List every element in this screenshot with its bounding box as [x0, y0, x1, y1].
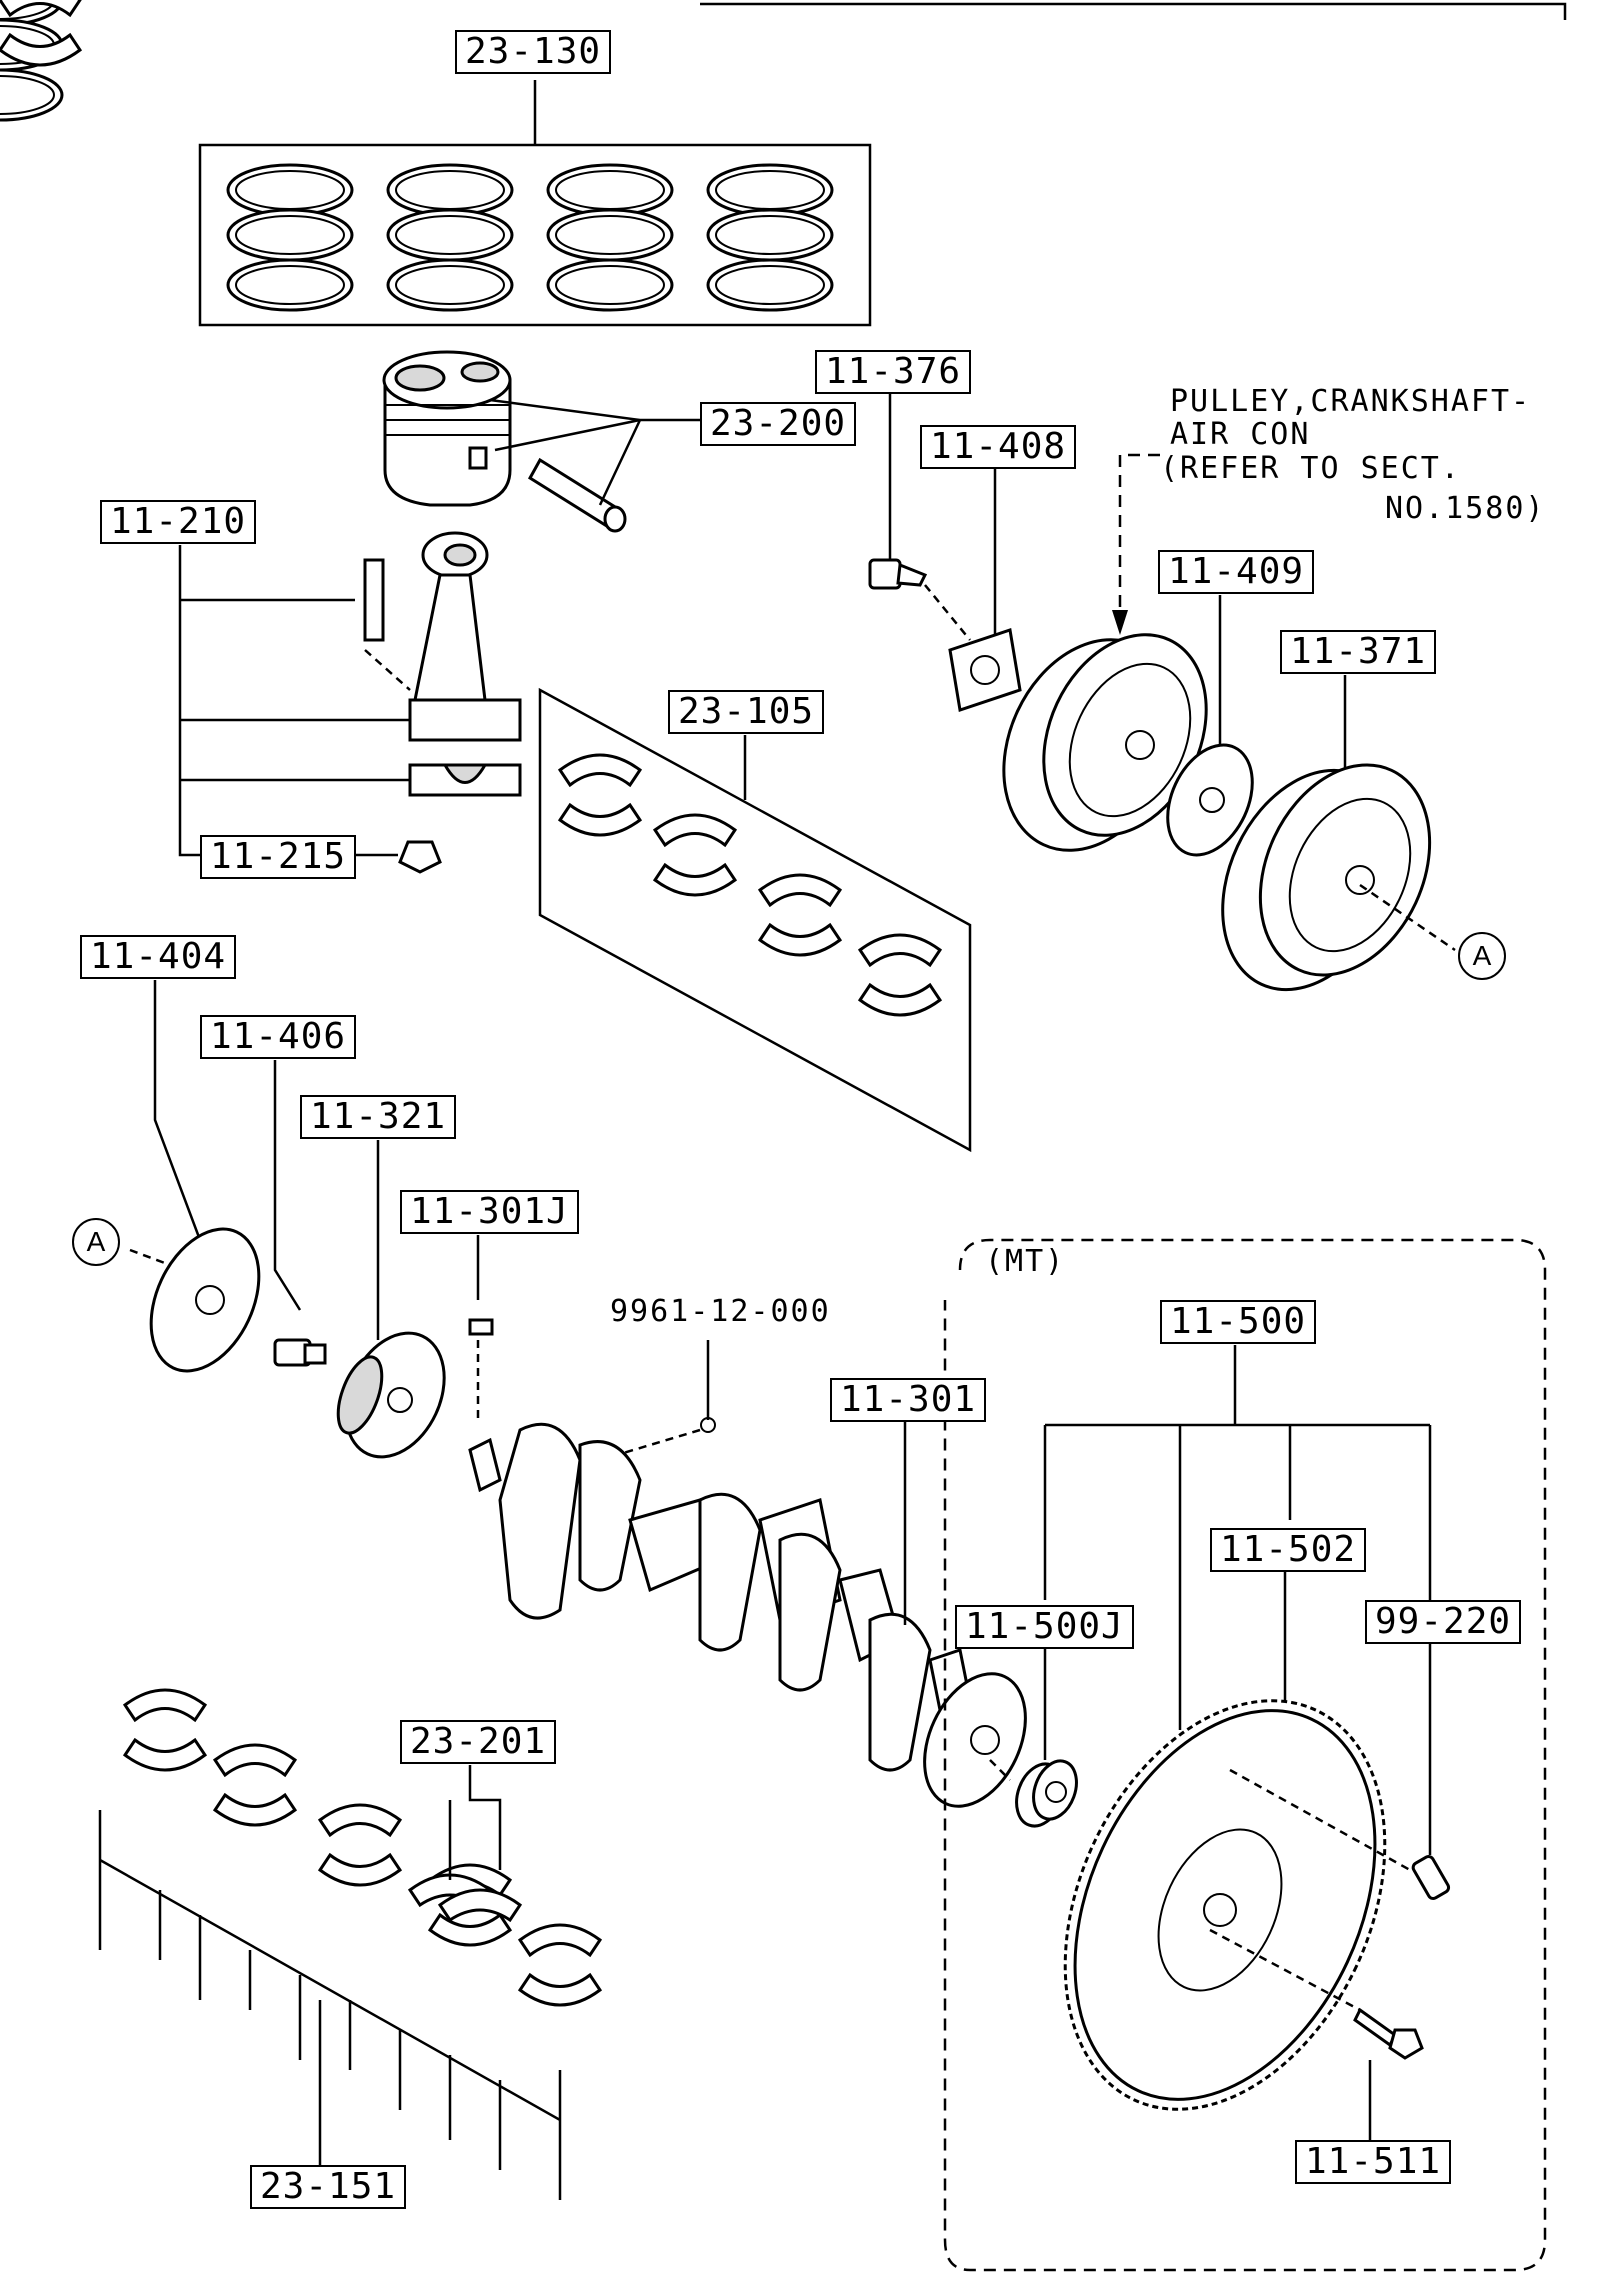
label-99-220[interactable]: 99-220 — [1365, 1600, 1522, 1644]
page-border — [8, 0, 1567, 20]
label-11-376[interactable]: 11-376 — [815, 350, 972, 394]
label-9961-12-000[interactable]: 9961-12-000 — [610, 1294, 831, 1329]
pulley-note-line2: AIR CON — [1170, 417, 1311, 452]
key-bolt — [273, 1338, 327, 1367]
timing-gear — [336, 1331, 446, 1459]
dash-376 — [924, 584, 971, 641]
pulley-note-line1: PULLEY,CRANKSHAFT- — [1170, 384, 1532, 419]
label-11-301j[interactable]: 11-301J — [400, 1190, 579, 1234]
label-23-151[interactable]: 23-151 — [250, 2165, 407, 2209]
label-11-406[interactable]: 11-406 — [200, 1015, 357, 1059]
pilot-bearing — [1015, 1759, 1078, 1828]
pulley-note-line3: (REFER TO SECT. — [1160, 451, 1461, 486]
piston — [382, 350, 512, 507]
flywheel — [1063, 1699, 1387, 2111]
label-11-502[interactable]: 11-502 — [1210, 1528, 1367, 1572]
leader-11-500 — [1043, 1345, 1432, 1730]
thrust-bearing-set — [98, 1688, 602, 2200]
woodruff-key — [468, 1318, 494, 1336]
label-23-130[interactable]: 23-130 — [455, 30, 612, 74]
label-11-371[interactable]: 11-371 — [1280, 630, 1437, 674]
leader-11-406 — [273, 1060, 302, 1311]
flywheel-bolt — [1353, 2007, 1424, 2060]
dowel-pin — [1411, 1855, 1451, 1900]
label-11-500[interactable]: 11-500 — [1160, 1300, 1317, 1344]
mt-note: (MT) — [985, 1244, 1066, 1279]
leader-11-404 — [153, 980, 202, 1241]
crankshaft-pulley — [1002, 633, 1208, 852]
mt-box — [943, 1238, 1547, 2272]
label-11-404[interactable]: 11-404 — [80, 935, 237, 979]
leader-23-201 — [448, 1765, 502, 1880]
dash-bolt — [1209, 1928, 1361, 2012]
damper-pulley — [1221, 763, 1432, 992]
bolt-dash — [364, 649, 411, 691]
ref-a-top[interactable]: A — [1458, 932, 1506, 980]
spacer-plate — [948, 628, 1022, 712]
dash-a-top — [1359, 883, 1456, 952]
dash-crank — [989, 1759, 1011, 1781]
connecting-rod — [363, 531, 522, 874]
ref-a-left[interactable]: A — [72, 1218, 120, 1266]
label-11-215[interactable]: 11-215 — [200, 835, 357, 879]
dash-dowel — [1229, 1768, 1411, 1872]
pulley-plate — [1166, 743, 1254, 857]
pulley-note-line4: NO.1580) — [1385, 491, 1546, 526]
pulley-ref-arrow — [1118, 453, 1160, 610]
plug — [700, 1417, 716, 1433]
leader-23-200 — [489, 398, 700, 506]
main-bearing-set — [0, 0, 972, 1153]
label-11-321[interactable]: 11-321 — [300, 1095, 457, 1139]
label-23-105[interactable]: 23-105 — [668, 690, 825, 734]
label-11-408[interactable]: 11-408 — [920, 425, 1077, 469]
pulley-boss — [149, 1227, 261, 1373]
leader-11-210 — [178, 545, 410, 857]
piston-pin — [527, 457, 627, 533]
piston-ring-set — [0, 0, 872, 327]
label-11-409[interactable]: 11-409 — [1158, 550, 1315, 594]
label-23-201[interactable]: 23-201 — [400, 1720, 557, 1764]
label-23-200[interactable]: 23-200 — [700, 402, 857, 446]
dash-a-left — [129, 1248, 171, 1267]
label-11-511[interactable]: 11-511 — [1295, 2140, 1452, 2184]
arrow-head — [1112, 610, 1128, 635]
label-11-301[interactable]: 11-301 — [830, 1378, 987, 1422]
label-11-210[interactable]: 11-210 — [100, 500, 257, 544]
label-11-500j[interactable]: 11-500J — [955, 1605, 1134, 1649]
crankshaft — [468, 1422, 1027, 1808]
pulley-bolt — [868, 558, 928, 590]
